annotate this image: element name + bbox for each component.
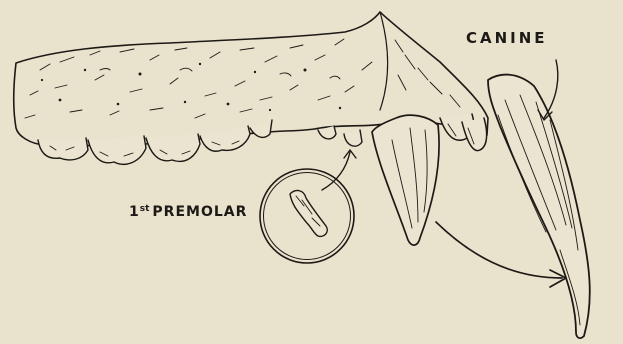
incisors <box>440 114 487 151</box>
molar-1 <box>38 138 88 160</box>
magnified-premolar <box>290 191 327 237</box>
extraction-arrow <box>436 222 562 278</box>
premolar-ordinal-number: 1 <box>129 204 140 220</box>
premolar-3 <box>250 120 272 137</box>
canine-label: CANINE <box>466 29 548 47</box>
premolar-1-in-jaw <box>344 130 362 146</box>
premolar-leader-line <box>322 152 350 190</box>
premolar-name: PREMOLAR <box>152 204 247 220</box>
canine-in-jaw <box>372 115 439 245</box>
molar-3 <box>146 134 200 161</box>
tooth-row <box>38 120 362 164</box>
premolar-ordinal-suffix: st <box>140 204 150 214</box>
molar-2 <box>88 136 146 164</box>
extracted-canine <box>488 75 590 338</box>
premolar-4 <box>200 126 250 151</box>
